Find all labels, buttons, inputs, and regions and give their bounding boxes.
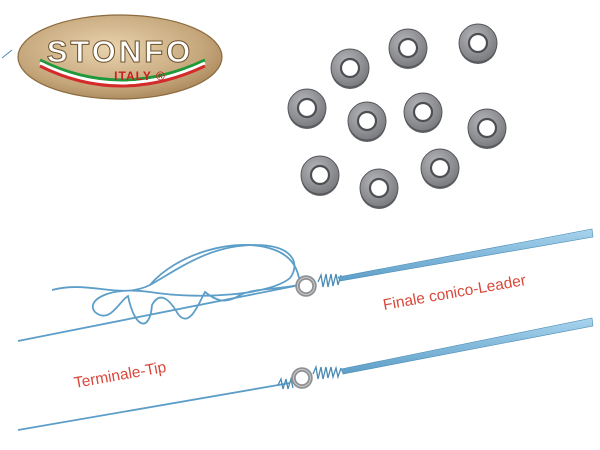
leader-line-top (337, 228, 594, 282)
ring-1 (388, 28, 428, 69)
knot-assembly-bottom (17, 317, 594, 431)
knot-loops (51, 244, 299, 325)
ring-9 (359, 168, 399, 209)
ring-group (287, 23, 507, 209)
leader-label: Finale conico-Leader (382, 272, 528, 314)
ring-2 (458, 23, 498, 64)
tip-wraps-bottom (277, 376, 294, 390)
knot-loop-upper (149, 244, 301, 286)
logo-origin-text: ITALY ® (114, 69, 166, 83)
leader-line-bottom (340, 317, 594, 375)
leader-wraps-top (317, 272, 342, 288)
tip-label: Terminale-Tip (73, 359, 168, 392)
ring-7 (467, 108, 507, 149)
logo-brand-text: STONFO (47, 34, 194, 69)
leader-wraps-bottom (312, 364, 342, 380)
ring-5 (347, 101, 387, 142)
tip-line-top (17, 284, 301, 342)
ring-8 (300, 155, 340, 196)
ring-6 (403, 92, 443, 133)
stonfo-logo: STONFO ITALY ® (1, 14, 223, 100)
ring-10 (420, 148, 460, 189)
tip-line-bottom (17, 382, 291, 431)
knot-assembly-top (17, 228, 594, 342)
ring-3 (330, 48, 370, 89)
ring-4 (287, 88, 327, 129)
